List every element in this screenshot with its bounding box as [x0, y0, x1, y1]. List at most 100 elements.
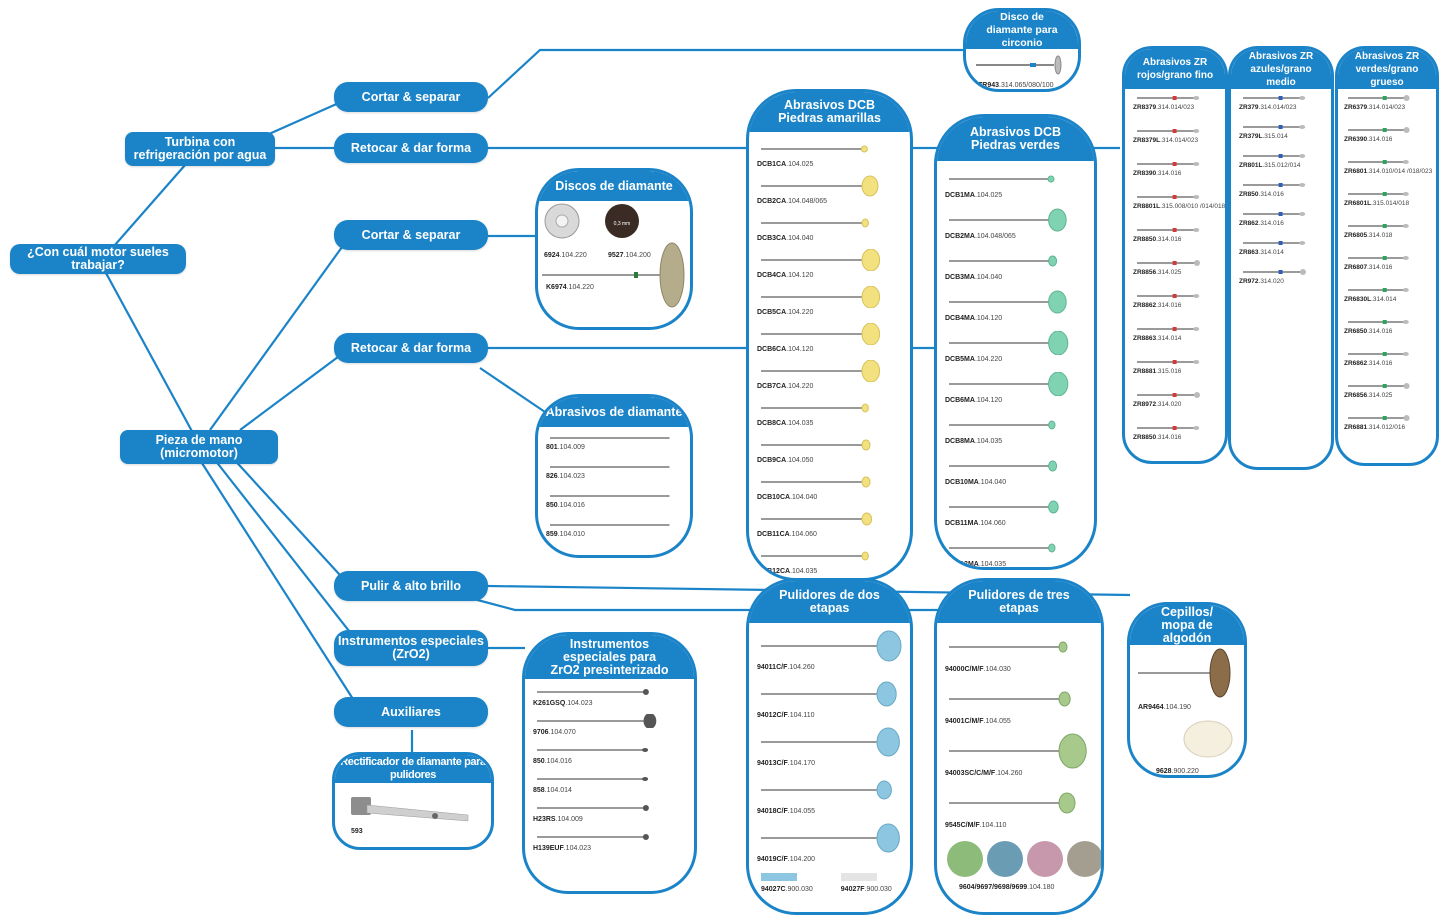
zr-verdes-item[interactable]: ZR6862.314.016	[1344, 349, 1432, 381]
zr-azules-item[interactable]: ZR379.314.014/023	[1239, 93, 1325, 122]
zr-azules-item[interactable]: ZR972.314.020	[1239, 267, 1325, 296]
zr-rojos-item[interactable]: ZR8379.314.014/023	[1133, 93, 1219, 126]
zr-rojos-item[interactable]: ZR8863.314.014	[1133, 324, 1219, 357]
pieza-pulir-node[interactable]: Pulir & alto brillo	[334, 571, 488, 601]
zr-rojos-item[interactable]: ZR8972.314.020	[1133, 390, 1219, 423]
item-ref: .104.120	[974, 315, 1003, 322]
dcb-amarillas-item[interactable]: DCB4CA.104.120	[757, 249, 902, 286]
dcb-amarillas-item[interactable]: DCB10CA.104.040	[757, 471, 902, 508]
dcb-verdes-item[interactable]: DCB1MA.104.025	[945, 167, 1086, 208]
instrumentos-zro2-item[interactable]: H23RS.104.009	[533, 801, 686, 830]
zr-azules-item[interactable]: ZR850.314.016	[1239, 180, 1325, 209]
zr-rojos-item[interactable]: ZR8856.314.025	[1133, 258, 1219, 291]
zr-rojos-item[interactable]: ZR8850.314.016	[1133, 225, 1219, 258]
zr-rojos-item[interactable]: ZR8850.314.016	[1133, 423, 1219, 456]
zr-verdes-item[interactable]: ZR6807.314.016	[1344, 253, 1432, 285]
dcb-verdes-item[interactable]: DCB4MA.104.120	[945, 290, 1086, 331]
dcb-verdes-item[interactable]: DCB10MA.104.040	[945, 454, 1086, 495]
zr-verdes-box[interactable]: Abrasivos ZR verdes/grano grueso ZR6379.…	[1335, 46, 1439, 466]
zr-verdes-item[interactable]: ZR6850.314.016	[1344, 317, 1432, 349]
pulidores-dos-box[interactable]: Pulidores de dos etapas 94011C/F.104.260…	[746, 578, 913, 915]
zr-verdes-item[interactable]: ZR6881.314.012/016	[1344, 413, 1432, 445]
cepillos-box[interactable]: Cepillos/ mopa de algodón AR9464.104.190…	[1127, 602, 1247, 778]
zr-rojos-item[interactable]: ZR8390.314.016	[1133, 159, 1219, 192]
instrumentos-zro2-box[interactable]: Instrumentos especiales para ZrO2 presin…	[522, 632, 697, 894]
pulidores-dos-item[interactable]: 94012C/F.104.110	[757, 677, 902, 725]
zr-azules-item[interactable]: ZR379L.315.014	[1239, 122, 1325, 151]
dcb-amarillas-item[interactable]: DCB5CA.104.220	[757, 286, 902, 323]
instrumentos-zro2-item[interactable]: 858.104.014	[533, 772, 686, 801]
abrasivos-diamante-item[interactable]: 826.104.023	[546, 462, 682, 491]
abrasivos-diamante-item[interactable]: 801.104.009	[546, 433, 682, 462]
dcb-verdes-item[interactable]: DCB11MA.104.060	[945, 495, 1086, 536]
instrumentos-zro2-item[interactable]: K261GSQ.104.023	[533, 685, 686, 714]
zr-rojos-box[interactable]: Abrasivos ZR rojos/grano fino ZR8379.314…	[1122, 46, 1228, 464]
zr-azules-box[interactable]: Abrasivos ZR azules/grano medio ZR379.31…	[1228, 46, 1334, 470]
turbina-node[interactable]: Turbina con refrigeración por agua	[125, 132, 275, 166]
zr-azules-item[interactable]: ZR863.314.014	[1239, 238, 1325, 267]
dcb-verdes-item[interactable]: DCB12MA.104.035	[945, 536, 1086, 567]
dcb-amarillas-item[interactable]: DCB11CA.104.060	[757, 508, 902, 545]
disco-circonio-box[interactable]: Disco de diamante para circonio ZR943.31…	[963, 8, 1081, 92]
dcb-verdes-item[interactable]: DCB8MA.104.035	[945, 413, 1086, 454]
zr-verdes-item[interactable]: ZR6801.314.010/014 /018/023	[1344, 157, 1432, 189]
dcb-verdes-item[interactable]: DCB3MA.104.040	[945, 249, 1086, 290]
instrumentos-zro2-item[interactable]: H139EUF.104.023	[533, 830, 686, 859]
dcb-amarillas-item[interactable]: DCB1CA.104.025	[757, 138, 902, 175]
pieza-retocar-node[interactable]: Retocar & dar forma	[334, 333, 488, 363]
dcb-amarillas-item[interactable]: DCB8CA.104.035	[757, 397, 902, 434]
item-ref: .314.020	[1156, 401, 1182, 408]
pieza-node[interactable]: Pieza de mano (micromotor)	[120, 430, 278, 464]
item-ref: .314.016	[1367, 136, 1393, 143]
rectificador-box[interactable]: Rectificador de diamante para pulidores …	[332, 752, 494, 850]
abrasivos-diamante-item[interactable]: 859.104.010	[546, 520, 682, 549]
pulidores-tres-item[interactable]: 94000C/M/F.104.030	[945, 629, 1093, 681]
dcb-amarillas-item[interactable]: DCB7CA.104.220	[757, 360, 902, 397]
zr-verdes-item[interactable]: ZR6379.314.014/023	[1344, 93, 1432, 125]
zr-verdes-item[interactable]: ZR6390.314.016	[1344, 125, 1432, 157]
pieza-auxiliares-node[interactable]: Auxiliares	[334, 697, 488, 727]
dcb-amarillas-item[interactable]: DCB2CA.104.048/065	[757, 175, 902, 212]
pulidores-dos-item[interactable]: 94018C/F.104.055	[757, 773, 902, 821]
zr-rojos-item[interactable]: ZR8379L.314.014/023	[1133, 126, 1219, 159]
root-question-node[interactable]: ¿Con cuál motor sueles trabajar?	[10, 244, 186, 274]
dcb-verdes-item[interactable]: DCB5MA.104.220	[945, 331, 1086, 372]
zr-verdes-item[interactable]: ZR6805.314.018	[1344, 221, 1432, 253]
zr-rojos-item[interactable]: ZR8881.315.016	[1133, 357, 1219, 390]
pulidores-dos-item[interactable]: 94019C/F.104.200	[757, 821, 902, 869]
pulidores-tres-item[interactable]: 94003SC/C/M/F.104.260	[945, 733, 1093, 785]
zr-rojos-item[interactable]: ZR8801L.315.008/010 /014/018	[1133, 192, 1225, 225]
item-code: DCB1MA	[945, 192, 975, 199]
instrumentos-zro2-item[interactable]: 850.104.016	[533, 743, 686, 772]
abrasivos-diamante-item[interactable]: 850.104.016	[546, 491, 682, 520]
pulidores-tres-box[interactable]: Pulidores de tres etapas 94000C/M/F.104.…	[934, 578, 1104, 915]
dcb-verdes-box[interactable]: Abrasivos DCB Piedras verdes DCB1MA.104.…	[934, 114, 1097, 570]
zr-azules-item[interactable]: ZR862.314.016	[1239, 209, 1325, 238]
pulidores-dos-item[interactable]: 94011C/F.104.260	[757, 629, 902, 677]
pulidores-dos-item[interactable]: 94013C/F.104.170	[757, 725, 902, 773]
pulidores-tres-item[interactable]: 94001C/M/F.104.055	[945, 681, 1093, 733]
pieza-cortar-node[interactable]: Cortar & separar	[334, 220, 488, 250]
item-code: ZR6379	[1344, 104, 1368, 111]
pulidores-tres-item[interactable]: 9545C/M/F.104.110	[945, 785, 1093, 837]
zr-rojos-item[interactable]: ZR8862.314.016	[1133, 291, 1219, 324]
dcb-verdes-item[interactable]: DCB2MA.104.048/065	[945, 208, 1086, 249]
pieza-especiales-node[interactable]: Instrumentos especiales (ZrO2)	[334, 630, 488, 666]
dcb-amarillas-item[interactable]: DCB6CA.104.120	[757, 323, 902, 360]
turbina-retocar-node[interactable]: Retocar & dar forma	[334, 133, 488, 163]
turbina-cortar-node[interactable]: Cortar & separar	[334, 82, 488, 112]
dcb-amarillas-item[interactable]: DCB9CA.104.050	[757, 434, 902, 471]
zr-azules-item[interactable]: ZR801L.315.012/014	[1239, 151, 1325, 180]
dcb-amarillas-item[interactable]: DCB3CA.104.040	[757, 212, 902, 249]
discos-diamante-box[interactable]: Discos de diamante 0,3 mm 6924.104.220 9…	[535, 168, 693, 330]
zr-verdes-item[interactable]: ZR6856.314.025	[1344, 381, 1432, 413]
tool-image	[550, 495, 670, 497]
zr-verdes-item[interactable]: ZR6830L.314.014	[1344, 285, 1432, 317]
dcb-verdes-item[interactable]: DCB6MA.104.120	[945, 372, 1086, 413]
instrumentos-zro2-item[interactable]: 9706.104.070	[533, 714, 686, 743]
dcb-amarillas-box[interactable]: Abrasivos DCB Piedras amarillas DCB1CA.1…	[746, 89, 913, 581]
zr-verdes-item[interactable]: ZR6801L.315.014/018	[1344, 189, 1432, 221]
dcb-amarillas-item[interactable]: DCB12CA.104.035	[757, 545, 902, 578]
